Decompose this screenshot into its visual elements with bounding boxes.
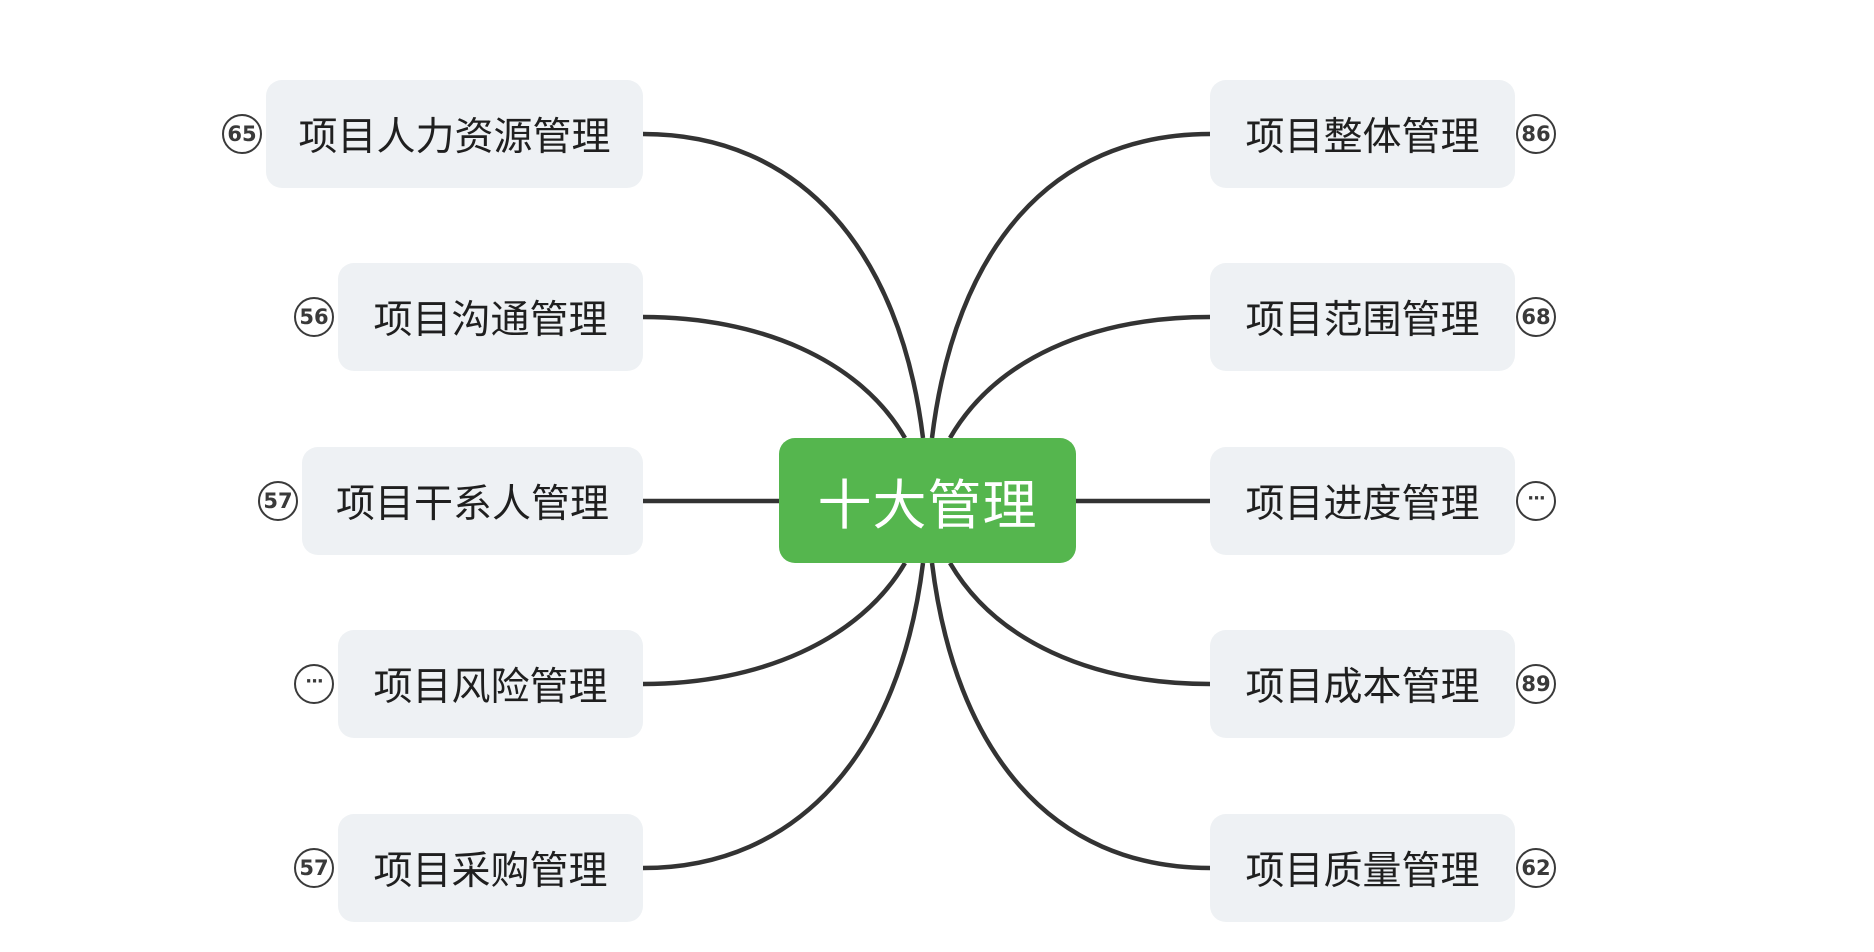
topic-quality-management[interactable]: 项目质量管理: [1210, 814, 1515, 922]
connector-right-4: [929, 562, 1211, 871]
subtopic-count-badge[interactable]: 62: [1516, 848, 1556, 888]
topic-cost-management[interactable]: 项目成本管理: [1210, 630, 1515, 738]
topic-hr-management[interactable]: 项目人力资源管理: [266, 80, 643, 188]
expand-more-badge[interactable]: ···: [294, 664, 334, 704]
subtopic-count-badge[interactable]: 65: [222, 114, 262, 154]
connector-left-0: [642, 131, 926, 439]
topic-communication-management[interactable]: 项目沟通管理: [338, 263, 643, 371]
topic-schedule-management[interactable]: 项目进度管理: [1210, 447, 1515, 555]
subtopic-count-badge[interactable]: 57: [258, 481, 298, 521]
connector-left-1: [642, 314, 907, 440]
subtopic-count-badge[interactable]: 57: [294, 848, 334, 888]
root-topic[interactable]: 十大管理: [779, 438, 1076, 563]
connector-left-3: [642, 561, 907, 687]
expand-more-badge[interactable]: ···: [1516, 481, 1556, 521]
topic-integration-management[interactable]: 项目整体管理: [1210, 80, 1515, 188]
subtopic-count-badge[interactable]: 56: [294, 297, 334, 337]
topic-risk-management[interactable]: 项目风险管理: [338, 630, 643, 738]
connector-right-3: [948, 561, 1211, 687]
topic-stakeholder-management[interactable]: 项目干系人管理: [302, 447, 643, 555]
connector-right-1: [948, 314, 1211, 440]
subtopic-count-badge[interactable]: 68: [1516, 297, 1556, 337]
topic-scope-management[interactable]: 项目范围管理: [1210, 263, 1515, 371]
connector-left-4: [642, 562, 926, 871]
topic-procurement-management[interactable]: 项目采购管理: [338, 814, 643, 922]
subtopic-count-badge[interactable]: 89: [1516, 664, 1556, 704]
subtopic-count-badge[interactable]: 86: [1516, 114, 1556, 154]
connector-right-0: [929, 131, 1211, 439]
